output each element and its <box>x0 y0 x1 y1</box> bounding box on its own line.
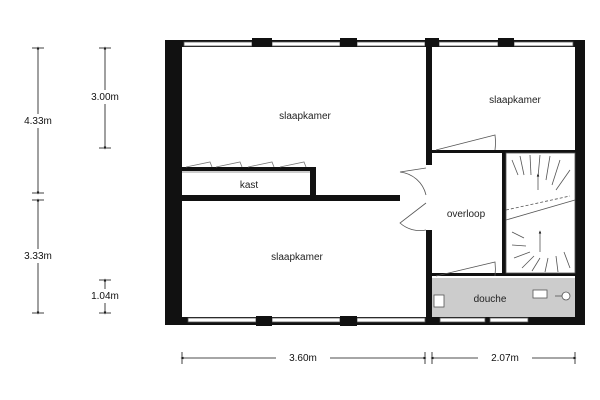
dimension-left-inner-bottom: 1.04m <box>91 291 119 302</box>
dimension-lines-left <box>32 46 111 315</box>
room-label-bedroom-bottom: slaapkamer <box>271 252 323 263</box>
room-label-bedroom-top-left: slaapkamer <box>279 111 331 122</box>
shower-floor <box>432 278 576 317</box>
top-windows <box>183 38 574 47</box>
room-label-landing: overloop <box>447 209 486 220</box>
shower-fixtures <box>433 289 571 308</box>
dimension-bottom-right: 2.07m <box>491 353 519 364</box>
doors <box>399 134 496 277</box>
dimension-left-outer-top: 4.33m <box>24 116 52 127</box>
dimension-left-inner-top: 3.00m <box>91 92 119 103</box>
room-label-bedroom-top-right: slaapkamer <box>489 95 541 106</box>
room-label-shower: douche <box>474 294 507 305</box>
dimension-bottom-left: 3.60m <box>289 353 317 364</box>
interior-walls <box>182 40 576 325</box>
closet-doors <box>182 161 310 173</box>
dimension-left-outer-bottom: 3.33m <box>24 251 52 262</box>
staircase <box>505 152 576 274</box>
bottom-windows <box>187 316 529 326</box>
room-label-closet: kast <box>240 180 259 191</box>
